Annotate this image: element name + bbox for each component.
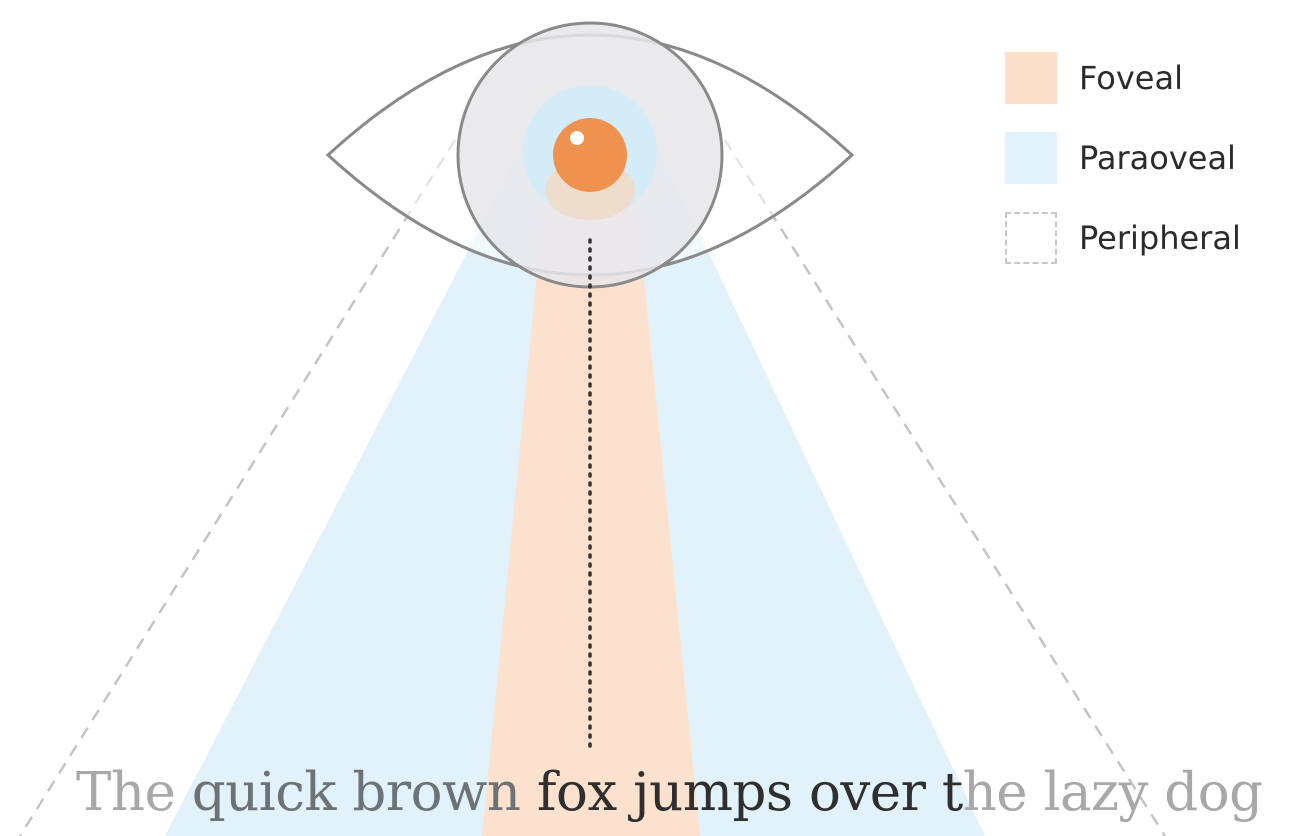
peripheral-swatch [1005, 212, 1057, 264]
legend-label-foveal: Foveal [1079, 58, 1183, 98]
paraoveal-swatch [1005, 132, 1057, 184]
legend-item-paraoveal: Paraoveal [1005, 132, 1285, 212]
legend: Foveal Paraoveal Peripheral [1005, 52, 1285, 292]
sentence-peripheral-left: The [76, 762, 192, 823]
sentence-paraoveal: quick brown [192, 762, 537, 823]
foveal-swatch [1005, 52, 1057, 104]
legend-item-foveal: Foveal [1005, 52, 1285, 132]
pupil-highlight [570, 131, 584, 145]
sentence-foveal: fox jumps over t [537, 762, 963, 823]
pupil [553, 118, 627, 192]
sentence-peripheral-right: he lazy dog [963, 762, 1263, 823]
legend-item-peripheral: Peripheral [1005, 212, 1285, 292]
legend-label-paraoveal: Paraoveal [1079, 138, 1236, 178]
sample-sentence: The quick brown fox jumps over the lazy … [76, 758, 1263, 828]
legend-label-peripheral: Peripheral [1079, 218, 1241, 258]
